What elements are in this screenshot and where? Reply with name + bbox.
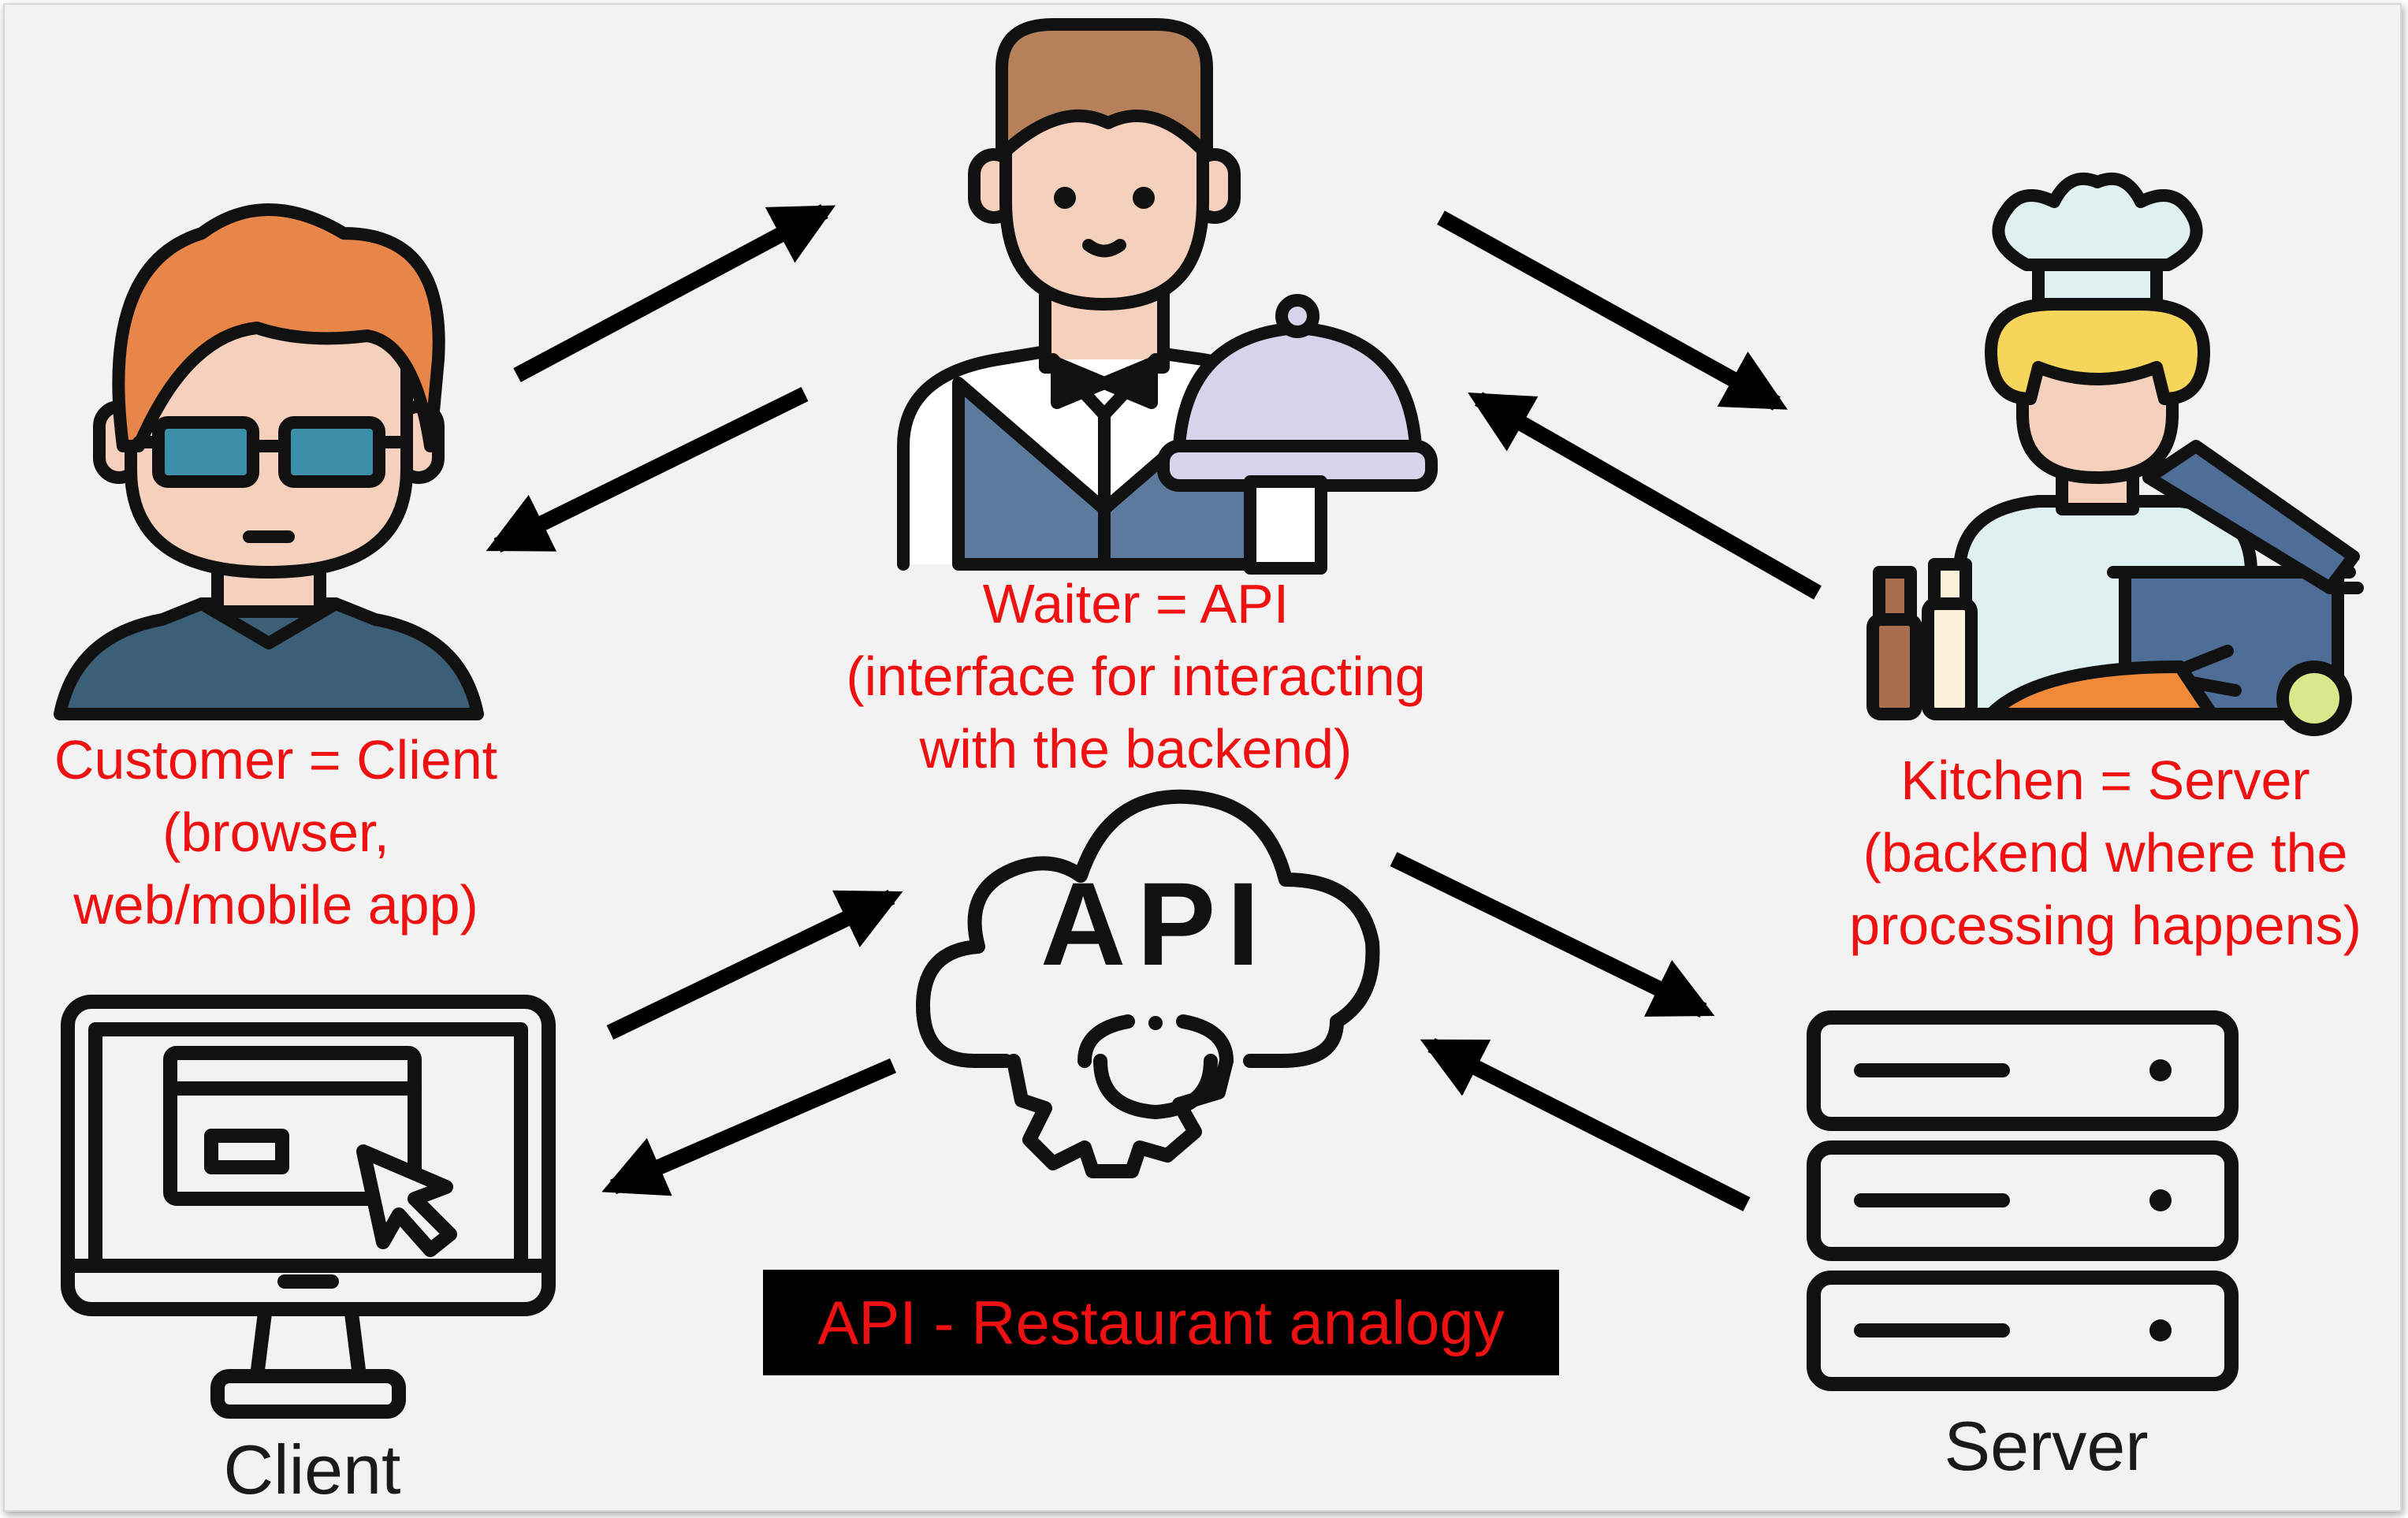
arrow-waiter-to-customer xyxy=(486,387,809,553)
arrow-api-to-server xyxy=(1390,852,1715,1018)
customer-icon xyxy=(54,203,484,720)
arrow-client-to-api xyxy=(606,889,903,1040)
kitchen-label: Kitchen = Server (backend where the proc… xyxy=(1849,750,2361,956)
waiter-label: Waiter = API (interface for interacting … xyxy=(846,573,1426,779)
diagram-graphics xyxy=(54,18,2364,1419)
client-caption: Client xyxy=(223,1431,401,1509)
arrow-waiter-to-kitchen xyxy=(1437,210,1788,411)
api-cloud-text: API xyxy=(1040,858,1271,990)
arrow-server-to-api xyxy=(1420,1038,1751,1211)
caption-text: API - Restaurant analogy xyxy=(817,1287,1505,1357)
diagram-canvas: Customer = Client (browser, web/mobile a… xyxy=(3,3,2402,1512)
arrow-kitchen-to-waiter xyxy=(1468,392,1822,600)
computer-icon xyxy=(61,995,556,1419)
customer-label: Customer = Client (browser, web/mobile a… xyxy=(54,729,498,936)
server-icon xyxy=(1807,1010,2239,1391)
chef-icon xyxy=(1866,173,2364,736)
arrows xyxy=(486,204,1822,1211)
caption-box: API - Restaurant analogy xyxy=(763,1270,1559,1375)
server-caption: Server xyxy=(1944,1407,2149,1485)
waiter-icon xyxy=(897,18,1438,575)
api-cloud-icon xyxy=(916,789,1380,1178)
arrow-customer-to-waiter xyxy=(513,204,836,382)
arrow-api-to-client xyxy=(601,1058,896,1196)
